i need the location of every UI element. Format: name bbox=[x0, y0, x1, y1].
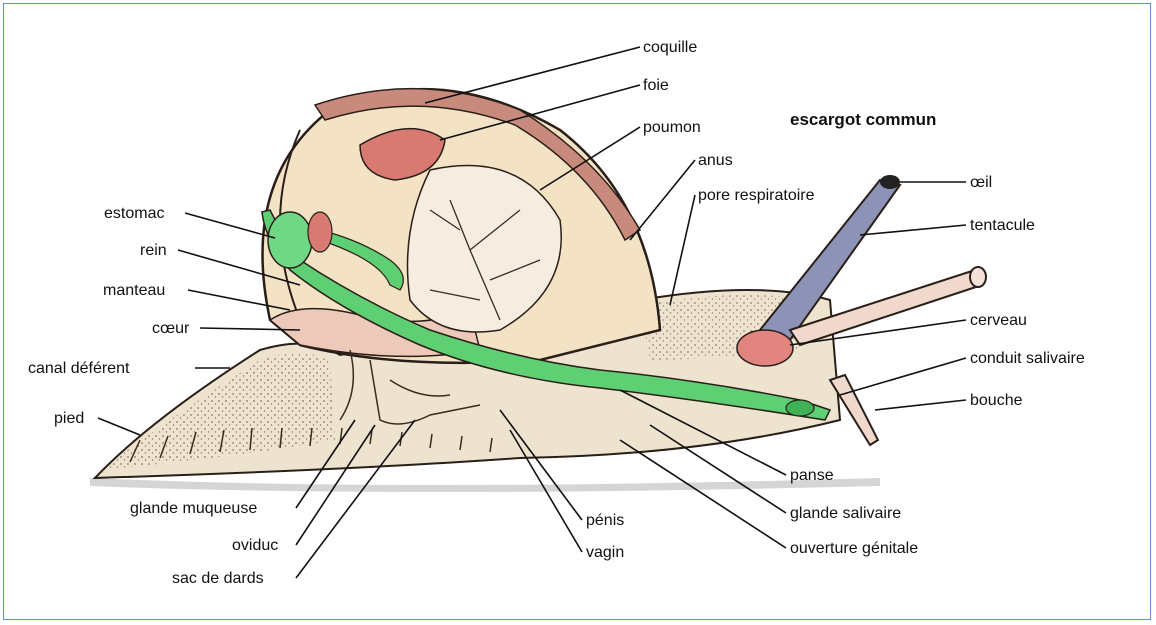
label-bouche: bouche bbox=[970, 392, 1023, 409]
leader-pied bbox=[98, 418, 140, 435]
label-poumon: poumon bbox=[643, 119, 701, 136]
label-cerveau: cerveau bbox=[970, 312, 1027, 329]
label-coeur: cœur bbox=[152, 320, 190, 337]
kidney-organ bbox=[308, 212, 332, 252]
label-vagin: vagin bbox=[586, 544, 624, 561]
label-glande-muqueuse: glande muqueuse bbox=[130, 500, 257, 517]
eye-spot bbox=[880, 175, 900, 189]
leader-pore-respiratoire bbox=[670, 195, 695, 305]
leader-ouverture-genitale bbox=[620, 440, 786, 548]
label-estomac: estomac bbox=[104, 205, 164, 222]
stomach-organ bbox=[268, 212, 312, 268]
label-conduit-salivaire: conduit salivaire bbox=[970, 350, 1085, 367]
label-pied: pied bbox=[54, 410, 84, 427]
brain-organ bbox=[737, 330, 793, 366]
salivary-duct-organ bbox=[786, 400, 814, 416]
ground-shadow bbox=[90, 478, 880, 492]
label-pore-respiratoire: pore respiratoire bbox=[698, 187, 815, 204]
leader-tentacule bbox=[860, 225, 966, 235]
label-canal-deferent: canal déférent bbox=[28, 360, 130, 377]
label-oeil: œil bbox=[970, 174, 992, 191]
label-coquille: coquille bbox=[643, 39, 697, 56]
label-penis: pénis bbox=[586, 512, 624, 529]
diagram-title: escargot commun bbox=[790, 110, 936, 129]
label-foie: foie bbox=[643, 77, 669, 94]
label-rein: rein bbox=[140, 242, 167, 259]
label-glande-salivaire: glande salivaire bbox=[790, 505, 901, 522]
label-sac-de-dards: sac de dards bbox=[172, 570, 264, 587]
label-manteau: manteau bbox=[103, 282, 165, 299]
leader-estomac bbox=[185, 213, 275, 238]
leader-anus bbox=[630, 160, 695, 240]
label-ouverture-genitale: ouverture génitale bbox=[790, 540, 918, 557]
label-oviduc: oviduc bbox=[232, 537, 278, 554]
label-anus: anus bbox=[698, 152, 733, 169]
label-tentacule: tentacule bbox=[970, 217, 1035, 234]
label-panse: panse bbox=[790, 467, 834, 484]
leader-bouche bbox=[875, 400, 966, 410]
lower-tentacle-tip bbox=[970, 267, 986, 287]
leader-conduit-salivaire bbox=[840, 358, 966, 395]
